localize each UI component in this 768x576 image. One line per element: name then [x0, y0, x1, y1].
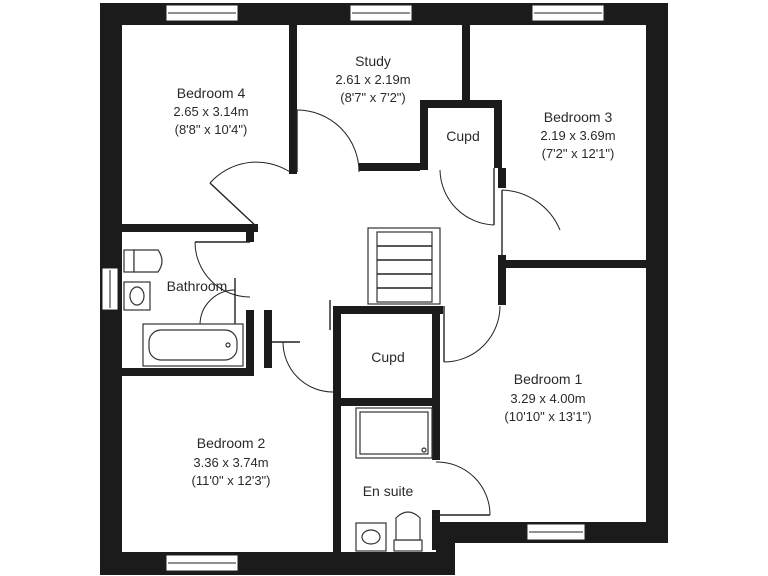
door-bedroom2: [272, 300, 334, 393]
door-bedroom1: [443, 305, 501, 363]
window-bedroom1: [526, 523, 586, 541]
toilet-icon: [123, 249, 163, 273]
study-imperial: (8'7" x 7'2"): [340, 90, 406, 105]
door-bathroom: [194, 241, 251, 326]
door-bedroom4: [209, 161, 291, 229]
door-bedroom3: [501, 189, 561, 255]
room-label-bathroom: Bathroom: [167, 278, 228, 294]
staircase: [367, 227, 441, 305]
bath-icon: [142, 323, 244, 367]
ensuite-name: En suite: [363, 483, 414, 499]
bedroom3-metric: 2.19 x 3.69m: [540, 128, 615, 143]
study-name: Study: [355, 53, 391, 69]
room-label-bedroom1: Bedroom 1 3.29 x 4.00m (10'10" x 13'1"): [504, 371, 591, 424]
bedroom2-name: Bedroom 2: [197, 435, 266, 451]
bedroom4-metric: 2.65 x 3.14m: [173, 104, 248, 119]
fixtures: [123, 249, 433, 552]
bedroom2-metric: 3.36 x 3.74m: [193, 455, 268, 470]
window-bathroom: [101, 267, 119, 311]
door-study: [296, 109, 360, 173]
study-metric: 2.61 x 2.19m: [335, 72, 410, 87]
room-label-bedroom2: Bedroom 2 3.36 x 3.74m (11'0" x 12'3"): [192, 435, 271, 488]
cupd-top-name: Cupd: [446, 128, 479, 144]
bathroom-name: Bathroom: [167, 278, 228, 294]
window-bedroom3: [531, 4, 605, 22]
bedroom1-metric: 3.29 x 4.00m: [510, 391, 585, 406]
basin-icon: [123, 281, 151, 311]
windows: [101, 4, 605, 572]
window-study: [349, 4, 413, 22]
room-label-bedroom4: Bedroom 4 2.65 x 3.14m (8'8" x 10'4"): [173, 85, 248, 137]
cupd-mid-name: Cupd: [371, 349, 404, 365]
doors: [194, 109, 561, 516]
interior-walls: [118, 22, 650, 554]
room-label-bedroom3: Bedroom 3 2.19 x 3.69m (7'2" x 12'1"): [540, 109, 615, 161]
room-label-study: Study 2.61 x 2.19m (8'7" x 7'2"): [335, 53, 410, 105]
door-ensuite: [435, 461, 491, 516]
window-bedroom2: [165, 554, 239, 572]
window-bedroom4: [165, 4, 239, 22]
room-label-cupd-mid: Cupd: [371, 349, 404, 365]
bedroom3-name: Bedroom 3: [544, 109, 613, 125]
ensuite-toilet-icon: [393, 511, 423, 552]
bedroom4-name: Bedroom 4: [177, 85, 246, 101]
room-label-ensuite: En suite: [363, 483, 414, 499]
bedroom1-name: Bedroom 1: [514, 371, 583, 387]
bedroom2-imperial: (11'0" x 12'3"): [192, 473, 271, 488]
bedroom3-imperial: (7'2" x 12'1"): [542, 146, 615, 161]
ensuite-basin-icon: [355, 522, 387, 552]
bedroom4-imperial: (8'8" x 10'4"): [175, 122, 248, 137]
shower-tray-icon: [355, 407, 433, 459]
door-cupd-top: [439, 168, 495, 226]
room-label-cupd-top: Cupd: [446, 128, 479, 144]
bedroom1-imperial: (10'10" x 13'1"): [504, 409, 591, 424]
